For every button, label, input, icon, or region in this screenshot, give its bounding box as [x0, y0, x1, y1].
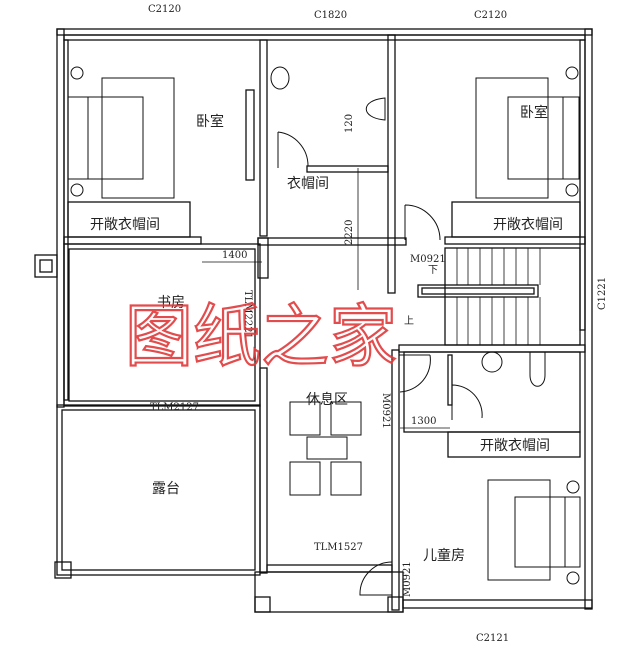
door-label-study: TLM2221: [242, 290, 253, 339]
door-swings: [277, 131, 483, 596]
room-label-bedroom-right: 卧室: [520, 104, 548, 121]
door-label-stair: M0921: [410, 254, 446, 265]
window-label-top-left: C2120: [148, 4, 181, 15]
dimension-lines: [202, 168, 450, 429]
bed-kids: [487, 479, 551, 581]
dimension-2220: 2220: [344, 220, 355, 245]
room-label-open-cloakroom-left: 开敞衣帽间: [90, 217, 160, 233]
dimension-1400: 1400: [222, 250, 247, 261]
window-label-bottom: C2121: [476, 633, 509, 644]
window-label-right: C1221: [597, 277, 608, 310]
stair-down-label: 下: [428, 265, 438, 276]
bed-right: [475, 77, 549, 199]
dimension-1300: 1300: [411, 416, 436, 427]
stair-up-label: 上: [404, 315, 414, 327]
door-label-terrace: TLM2127: [150, 402, 199, 413]
door-label-bottom: M0921: [402, 561, 413, 597]
watermark: 图纸之家: [125, 298, 397, 377]
door-label-lounge: M0921: [380, 393, 391, 429]
room-label-open-cloakroom-lower: 开敞衣帽间: [480, 438, 550, 454]
window-label-top-mid: C1820: [314, 10, 347, 21]
room-label-open-cloakroom-right: 开敞衣帽间: [493, 217, 563, 233]
walls: [34, 28, 593, 613]
furniture: [67, 66, 581, 585]
dimension-120: 120: [344, 114, 355, 133]
room-label-cloakroom: 衣帽间: [287, 176, 329, 192]
window-label-top-right: C2120: [474, 10, 507, 21]
room-label-bedroom-left: 卧室: [196, 113, 224, 130]
room-label-kids-room: 儿童房: [423, 547, 465, 564]
room-label-terrace: 露台: [152, 481, 180, 497]
door-label-lounge-bottom: TLM1527: [314, 542, 363, 553]
stair-treads: [456, 248, 541, 345]
bed-left: [101, 77, 175, 199]
room-label-study: 书房: [157, 295, 185, 311]
room-label-lounge: 休息区: [306, 391, 348, 408]
